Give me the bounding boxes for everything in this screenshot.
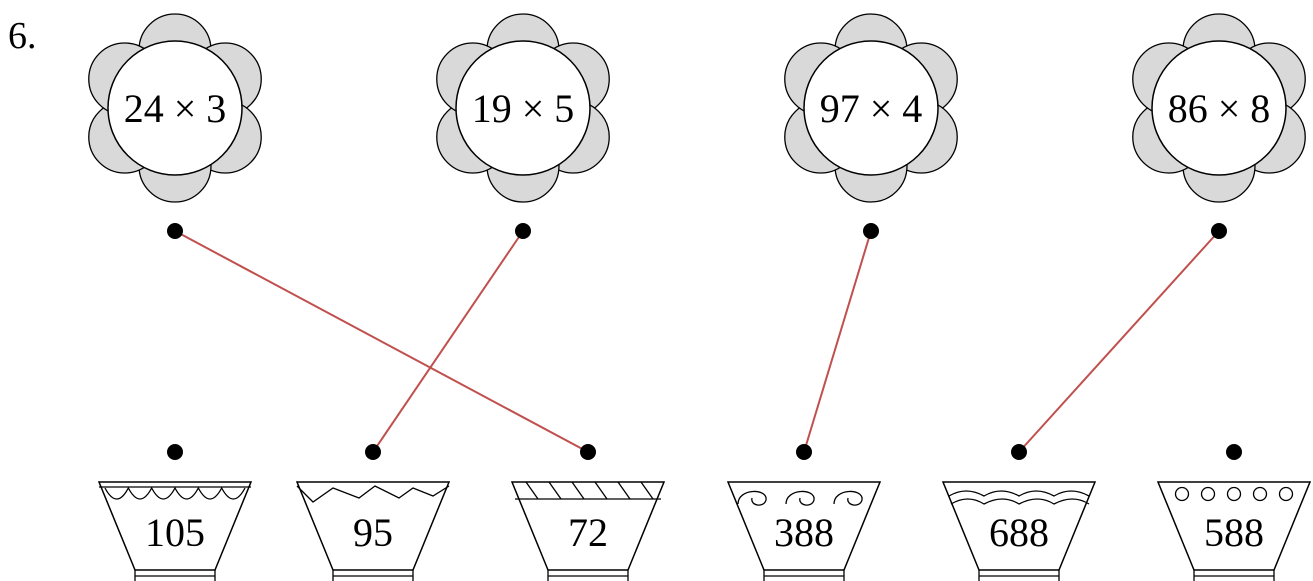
pot-base xyxy=(332,570,414,581)
flowers: 24 × 3 19 × 5 97 × 4 86 × 8 xyxy=(88,13,1306,203)
pot-pattern-zigzag xyxy=(296,485,450,503)
connection-dots xyxy=(167,223,1242,460)
pot: 72 xyxy=(510,481,666,581)
pot-pattern-waves xyxy=(948,490,1090,505)
pot-dot[interactable] xyxy=(167,444,183,460)
pot-label: 72 xyxy=(568,510,608,555)
flower-label: 97 × 4 xyxy=(820,86,923,131)
pot-dot[interactable] xyxy=(796,444,812,460)
flower: 86 × 8 xyxy=(1132,13,1306,203)
pot-dot[interactable] xyxy=(365,444,381,460)
pots: 105 95 72 388 688 588 xyxy=(97,481,1312,581)
flower-label: 19 × 5 xyxy=(472,86,575,131)
pot-dot[interactable] xyxy=(1226,444,1242,460)
connection-line xyxy=(1018,230,1220,453)
pot: 95 xyxy=(295,481,451,581)
pot: 588 xyxy=(1156,481,1312,581)
pot-label: 688 xyxy=(989,510,1049,555)
flower-center xyxy=(107,40,243,176)
pot-base xyxy=(1193,570,1275,581)
flower-center xyxy=(803,40,939,176)
connection-lines xyxy=(174,230,1220,453)
flower-label: 86 × 8 xyxy=(1168,86,1271,131)
pot-label: 95 xyxy=(353,510,393,555)
pot-pattern-slashes xyxy=(515,481,661,500)
question-number: 6. xyxy=(8,15,37,57)
pot-pattern-scallops xyxy=(99,486,251,500)
pot-base xyxy=(547,570,629,581)
pot-base xyxy=(134,570,216,581)
pot-dot[interactable] xyxy=(580,444,596,460)
pot: 388 xyxy=(726,481,882,581)
pot: 688 xyxy=(941,481,1097,581)
pot-label: 588 xyxy=(1204,510,1264,555)
pot-pattern-swirls xyxy=(737,490,863,506)
pot-label: 388 xyxy=(774,510,834,555)
flower-center xyxy=(1151,40,1287,176)
pot-base xyxy=(978,570,1060,581)
pot-label: 105 xyxy=(145,510,205,555)
connection-line xyxy=(372,230,524,453)
flower: 24 × 3 xyxy=(88,13,262,203)
connection-line xyxy=(803,230,872,453)
flower: 19 × 5 xyxy=(436,13,610,203)
flower-dot[interactable] xyxy=(863,223,879,239)
flower-center xyxy=(455,40,591,176)
pot: 105 xyxy=(97,481,253,581)
pot-base xyxy=(763,570,845,581)
connection-line xyxy=(174,230,589,453)
pot-dot[interactable] xyxy=(1011,444,1027,460)
flower-dot[interactable] xyxy=(167,223,183,239)
pot-pattern-circles xyxy=(1174,486,1294,502)
flower-dot[interactable] xyxy=(1211,223,1227,239)
flower: 97 × 4 xyxy=(784,13,958,203)
flower-label: 24 × 3 xyxy=(124,86,227,131)
flower-dot[interactable] xyxy=(515,223,531,239)
